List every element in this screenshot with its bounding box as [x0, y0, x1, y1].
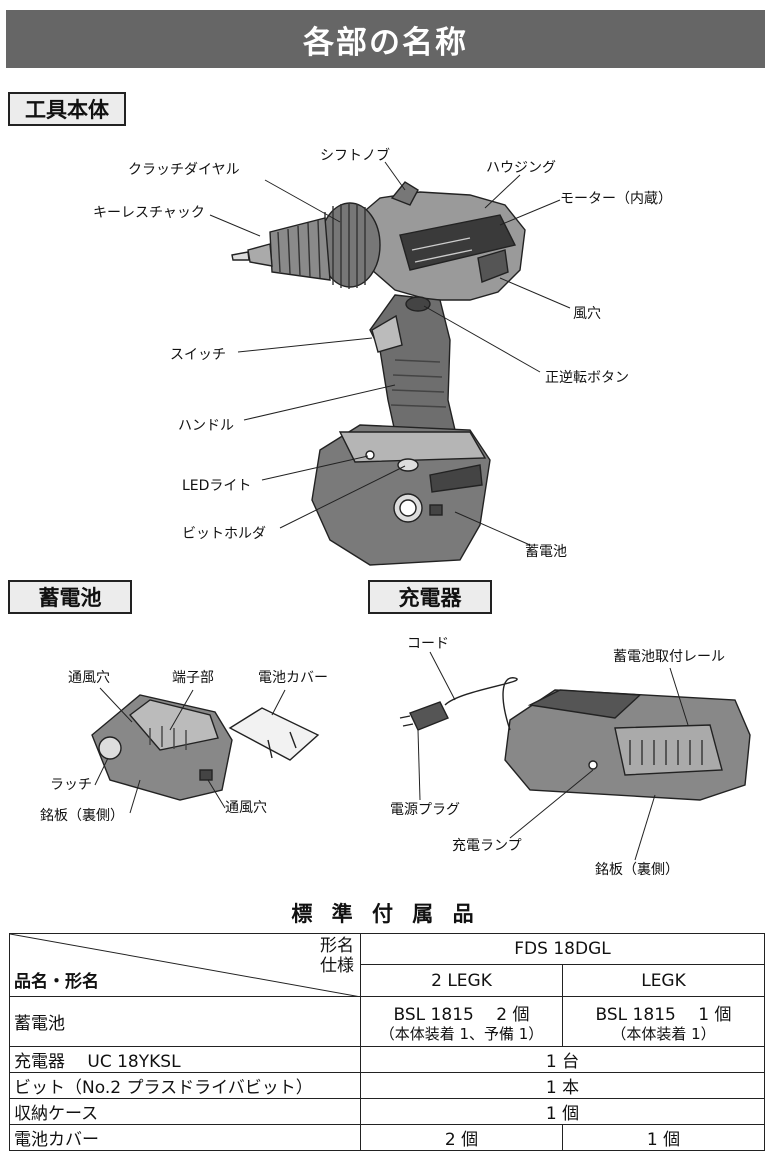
section-charger: 充電器 [368, 580, 492, 614]
row-value: 1 本 [360, 1072, 765, 1099]
row-item: 電池カバー [9, 1124, 361, 1151]
header-spec-label: 仕様 [320, 956, 354, 976]
label-charger-cord: コード [407, 636, 449, 652]
label-handle: ハンドル [178, 418, 234, 434]
label-battery-vent-top: 通風穴 [68, 670, 110, 686]
row-value: 1 台 [360, 1046, 765, 1073]
header-item-label: 品名・形名 [14, 972, 99, 992]
label-shift-knob: シフトノブ [320, 148, 390, 164]
row-value-main: BSL 1815 2 個 [393, 1005, 530, 1025]
table-row: 収納ケース 1 個 [9, 1098, 765, 1125]
header-model-label: 形名 [320, 936, 354, 956]
label-keyless-chuck: キーレスチャック [93, 205, 205, 221]
label-vent: 風穴 [573, 306, 601, 322]
header-diagonal-line [10, 934, 361, 997]
row-item: 収納ケース [9, 1098, 361, 1125]
header-variant-1: 2 LEGK [360, 964, 563, 997]
section-battery: 蓄電池 [8, 580, 132, 614]
label-battery-vent-side: 通風穴 [225, 800, 267, 816]
label-battery-nameplate: 銘板（裏側） [40, 808, 124, 824]
accessories-title: 標 準 付 属 品 [291, 902, 480, 926]
label-battery: 蓄電池 [525, 544, 567, 560]
header-variant-2: LEGK [562, 964, 765, 997]
label-housing: ハウジング [486, 160, 556, 176]
label-charger-plug: 電源プラグ [390, 802, 460, 818]
charger-illustration [399, 677, 751, 801]
row-item: ビット（No.2 プラスドライバビット） [9, 1072, 361, 1099]
label-battery-latch: ラッチ [50, 777, 92, 793]
row-value: 1 個 [360, 1098, 765, 1125]
label-switch: スイッチ [170, 347, 226, 363]
parts-illustration [91, 161, 751, 861]
battery-illustration [91, 694, 320, 801]
label-motor: モーター（内蔵） [560, 191, 672, 207]
row-value-1: BSL 1815 2 個 （本体装着 1、予備 1） [360, 996, 563, 1047]
page-title: 各部の名称 [6, 10, 765, 68]
row-value-sub: （本体装着 1、予備 1） [379, 1025, 544, 1043]
table-row: 蓄電池 BSL 1815 2 個 （本体装着 1、予備 1） BSL 1815 … [9, 996, 765, 1047]
table-row: ビット（No.2 プラスドライバビット） 1 本 [9, 1072, 765, 1099]
label-reverse-button: 正逆転ボタン [545, 370, 629, 386]
label-charger-lamp: 充電ランプ [452, 838, 522, 854]
header-model: FDS 18DGL [360, 933, 765, 965]
label-battery-cover: 電池カバー [258, 670, 328, 686]
label-bit-holder: ビットホルダ [182, 526, 266, 542]
drill-illustration [231, 181, 526, 566]
row-value-2: BSL 1815 1 個 （本体装着 1） [562, 996, 765, 1047]
label-battery-terminal: 端子部 [172, 670, 214, 686]
row-value-1: 2 個 [360, 1124, 563, 1151]
label-charger-nameplate: 銘板（裏側） [595, 862, 679, 878]
row-item: 充電器 UC 18YKSL [9, 1046, 361, 1073]
row-value-sub: （本体装着 1） [611, 1025, 716, 1043]
label-led-light: LEDライト [182, 478, 252, 494]
header-diagonal-cell: 形名 仕様 品名・形名 [9, 933, 361, 997]
row-value-2: 1 個 [562, 1124, 765, 1151]
section-tool: 工具本体 [8, 92, 126, 126]
table-row: 電池カバー 2 個 1 個 [9, 1124, 765, 1151]
table-row: 充電器 UC 18YKSL 1 台 [9, 1046, 765, 1073]
row-item: 蓄電池 [9, 996, 361, 1047]
label-charger-rail: 蓄電池取付レール [613, 649, 725, 665]
label-clutch-dial: クラッチダイヤル [128, 162, 240, 178]
row-value-main: BSL 1815 1 個 [595, 1005, 732, 1025]
accessories-table: 形名 仕様 品名・形名 FDS 18DGL 2 LEGK LEGK 蓄電池 BS… [9, 933, 765, 1151]
